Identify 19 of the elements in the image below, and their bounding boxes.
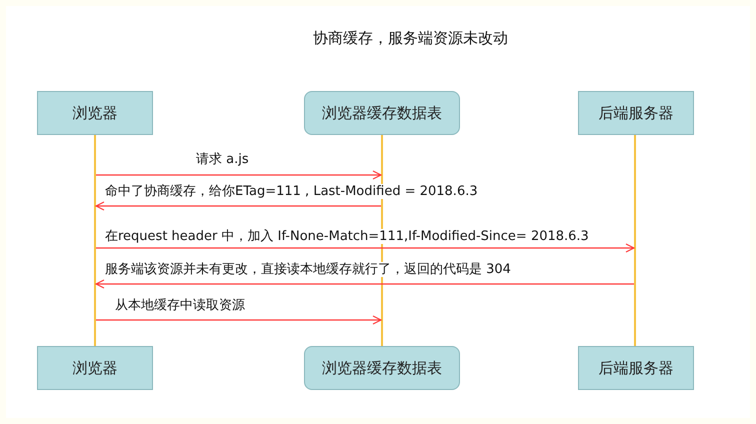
message-arrow [96, 243, 635, 253]
participant-box: 浏览器 [37, 346, 153, 390]
participant-box: 后端服务器 [578, 91, 694, 135]
lifeline [94, 135, 96, 346]
edge-label: 命中了协商缓存，给你ETag=111 , Last-Modified = 2018.6.3 [105, 184, 478, 199]
edge-label: 服务端该资源并未有更改，直接读本地缓存就行了，返回的代码是 304 [105, 262, 511, 277]
title: 协商缓存，服务端资源未改动 [313, 29, 508, 48]
participant-box: 后端服务器 [578, 346, 694, 390]
message-arrow [95, 279, 634, 289]
message-arrow [96, 170, 382, 180]
lifeline [634, 135, 636, 346]
participant-box: 浏览器 [37, 91, 153, 135]
message-arrow [95, 201, 381, 211]
rounded-box: 浏览器缓存数据表 [304, 346, 460, 390]
message-arrow [96, 315, 382, 325]
edge-label: 在request header 中，加入 If-None-Match=111,If-Modified-Since= 2018.6.3 [105, 229, 589, 244]
rounded-box: 浏览器缓存数据表 [304, 91, 460, 135]
edge-label: 请求 a.js [196, 152, 249, 167]
edge-label: 从本地缓存中读取资源 [115, 298, 245, 313]
